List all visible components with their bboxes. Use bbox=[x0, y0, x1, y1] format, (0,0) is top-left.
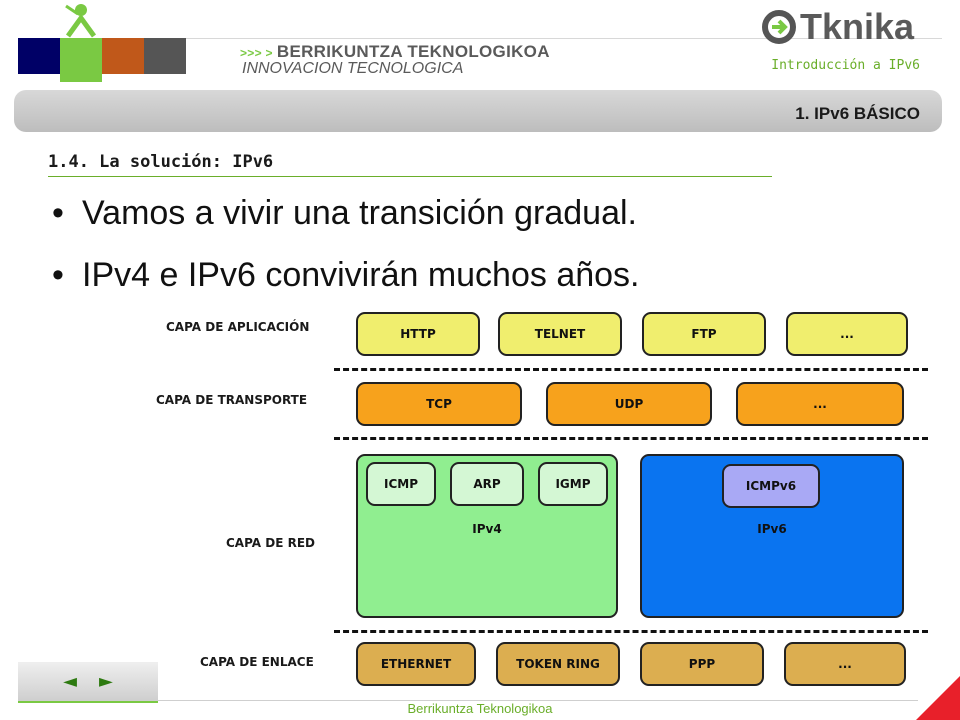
box-arp: ARP bbox=[450, 462, 524, 506]
header-rule bbox=[18, 38, 942, 39]
prev-slide-button[interactable]: ◄ bbox=[63, 670, 77, 692]
course-title: Introducción a IPv6 bbox=[771, 58, 920, 73]
box-application-more: ... bbox=[786, 312, 908, 356]
ipv4-label: IPv4 bbox=[472, 522, 502, 536]
slide-title: 1.4. La solución: IPv6 bbox=[48, 152, 274, 172]
box-udp: UDP bbox=[546, 382, 712, 426]
bullet-dot: • bbox=[52, 194, 64, 232]
color-square-gray bbox=[144, 38, 186, 74]
bullet-1: •Vamos a vivir una transición gradual. bbox=[52, 194, 637, 232]
box-ftp: FTP bbox=[642, 312, 766, 356]
next-slide-button[interactable]: ► bbox=[99, 670, 113, 692]
header-logo-mark bbox=[58, 0, 104, 40]
color-square-orange bbox=[102, 38, 144, 74]
corner-triangle bbox=[916, 676, 960, 720]
tknika-logo: Tknika bbox=[762, 6, 914, 48]
brand-line-1: >>> >BERRIKUNTZA TEKNOLOGIKOA bbox=[240, 42, 550, 61]
label-network-layer: CAPA DE RED bbox=[226, 536, 315, 550]
box-ppp: PPP bbox=[640, 642, 764, 686]
ipv6-label: IPv6 bbox=[757, 522, 787, 536]
footer-rule bbox=[18, 700, 918, 701]
box-igmp: IGMP bbox=[538, 462, 608, 506]
box-icmp: ICMP bbox=[366, 462, 436, 506]
brand-arrows: >>> > bbox=[240, 46, 273, 60]
tknika-logo-text: Tknika bbox=[800, 6, 915, 47]
figure-icon bbox=[65, 4, 97, 38]
separator-network-link bbox=[334, 630, 928, 633]
box-link-more: ... bbox=[784, 642, 906, 686]
separator-app-transport bbox=[334, 368, 928, 371]
box-token-ring: TOKEN RING bbox=[496, 642, 620, 686]
slide-navigation: ◄ ► bbox=[18, 662, 158, 703]
section-bar-title: 1. IPv6 BÁSICO bbox=[795, 104, 920, 123]
box-tcp: TCP bbox=[356, 382, 522, 426]
section-bar bbox=[14, 90, 942, 132]
box-http: HTTP bbox=[356, 312, 480, 356]
label-transport-layer: CAPA DE TRANSPORTE bbox=[156, 393, 308, 407]
box-telnet: TELNET bbox=[498, 312, 622, 356]
bullet-2: •IPv4 e IPv6 convivirán muchos años. bbox=[52, 256, 640, 294]
box-transport-more: ... bbox=[736, 382, 904, 426]
label-link-layer: CAPA DE ENLACE bbox=[200, 655, 314, 669]
box-ethernet: ETHERNET bbox=[356, 642, 476, 686]
color-square-navy bbox=[18, 38, 60, 74]
footer-text: Berrikuntza Teknologikoa bbox=[407, 701, 553, 716]
color-square-green bbox=[60, 38, 102, 82]
slide-title-underline bbox=[48, 176, 772, 177]
tknika-logo-icon bbox=[762, 10, 796, 44]
bullet-dot: • bbox=[52, 256, 64, 294]
box-icmpv6: ICMPv6 bbox=[722, 464, 820, 508]
brand-line-2: INNOVACION TECNOLOGICA bbox=[242, 60, 464, 77]
label-application-layer: CAPA DE APLICACIÓN bbox=[166, 320, 310, 334]
separator-transport-network bbox=[334, 437, 928, 440]
